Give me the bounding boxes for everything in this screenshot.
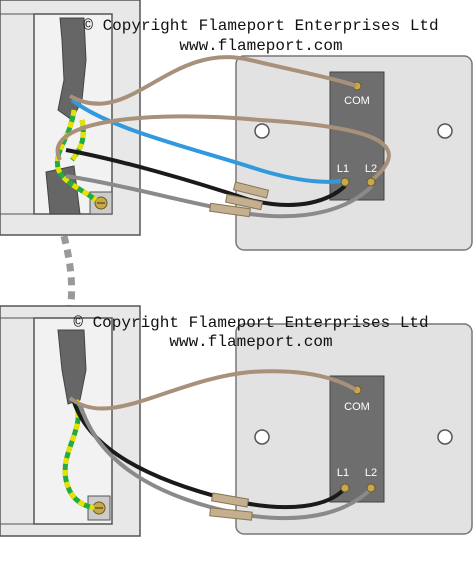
brown-wire-bottom [68,369,358,411]
panel-top: COM L1 L2 © Copyright Flameport Ente [0,0,473,251]
cable-sheath-bottom [57,329,87,405]
link-cable [60,235,76,311]
terminal-l1-bottom [340,483,350,493]
screw-hole-right-top [437,123,453,139]
terminal-l2-bottom [366,483,376,493]
terminal-l2-top [366,177,376,187]
copyright-text-bottom: © Copyright Flameport Enterprises Ltd [73,314,428,332]
terminal-label-l1-top: L1 [337,163,349,175]
terminal-label-com-top: COM [344,95,370,107]
copyright-text-top: © Copyright Flameport Enterprises Ltd [83,17,438,35]
switch-mechanism-bottom [329,375,385,503]
terminal-label-l2-top: L2 [365,163,377,175]
panel-bottom: COM L1 L2 © Copyright Flameport Enterpri… [0,305,473,537]
terminal-label-com-bottom: COM [344,401,370,413]
website-text-bottom: www.flameport.com [169,333,332,351]
terminal-l1-top [340,177,350,187]
brown-wire-com-top [69,55,357,106]
terminal-label-l2-bottom: L2 [365,467,377,479]
terminal-label-l1-bottom: L1 [337,467,349,479]
website-text-top: www.flameport.com [179,37,342,55]
screw-hole-right-bottom [437,429,453,445]
screw-hole-left-top [254,123,270,139]
screw-hole-left-bottom [254,429,270,445]
brown-wire-l2-top [55,114,391,182]
